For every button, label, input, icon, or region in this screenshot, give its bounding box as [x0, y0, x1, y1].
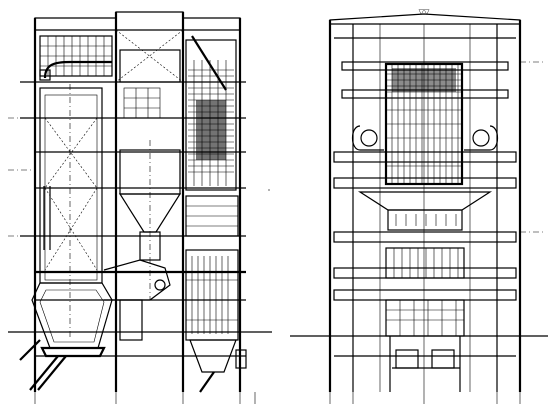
- preheater-hopper: [189, 339, 237, 373]
- exchanger-tubes: [393, 248, 459, 278]
- loop-seal-valve: [154, 279, 166, 291]
- furnace-hopper: [31, 282, 113, 349]
- cyclone-cone: [118, 193, 182, 233]
- slag-chute: [37, 355, 67, 391]
- cyclone-left-ring: [360, 129, 378, 147]
- ash-chute: [199, 371, 215, 393]
- front-elevation-view: ▽▽: [290, 8, 548, 404]
- roof-marker: ▽▽: [419, 8, 430, 16]
- cyclone-right-ring: [472, 129, 490, 147]
- air-preheater-front: [385, 299, 465, 337]
- bracing: [44, 117, 98, 189]
- slag-chute: [29, 355, 59, 391]
- duct-box: [123, 87, 161, 119]
- preheater-tubes: [186, 256, 238, 334]
- return-leg: [119, 299, 143, 341]
- hopper-inner: [39, 289, 105, 343]
- roof-outline: [34, 11, 241, 24]
- hopper-outlet: [40, 346, 106, 358]
- cyclone-right: [464, 125, 499, 151]
- floor-slab: [333, 267, 517, 279]
- floor-slab: [333, 231, 517, 243]
- backpass-enclosure: [185, 39, 237, 191]
- cyclone-left: [351, 125, 384, 151]
- side-pipe: [19, 339, 41, 361]
- heat-exchanger-bank: [385, 247, 465, 279]
- air-preheater: [185, 249, 239, 341]
- core-tube-grid: [386, 64, 462, 184]
- bracing: [44, 117, 98, 189]
- floor-slab: [333, 177, 517, 189]
- superheater-block: [196, 100, 226, 160]
- fan-left: [395, 349, 419, 369]
- fan-right: [431, 349, 455, 369]
- floor-slab: [333, 289, 517, 301]
- air-nozzles: [395, 214, 457, 226]
- furnace-wall: [39, 87, 103, 284]
- pipe-valve: [39, 69, 51, 81]
- bracing: [44, 187, 98, 271]
- flue-duct: [119, 49, 181, 83]
- duct-grid: [124, 88, 160, 118]
- steam-pipe: [43, 60, 112, 79]
- distribution-hopper: [357, 191, 493, 211]
- floor-slab: [341, 61, 509, 71]
- header-block: [392, 68, 456, 92]
- diagonal-pipe: [191, 35, 227, 91]
- preheater-front-tubes: [386, 300, 464, 336]
- side-elevation-view: [8, 11, 272, 404]
- platform-grating: [40, 36, 112, 76]
- side-box: [235, 349, 247, 369]
- furnace-inner-wall: [44, 94, 98, 281]
- economizer-tubes: [186, 205, 238, 227]
- floor-slab: [333, 151, 517, 163]
- air-box: [387, 209, 463, 231]
- backpass-tube-bank: [188, 60, 234, 186]
